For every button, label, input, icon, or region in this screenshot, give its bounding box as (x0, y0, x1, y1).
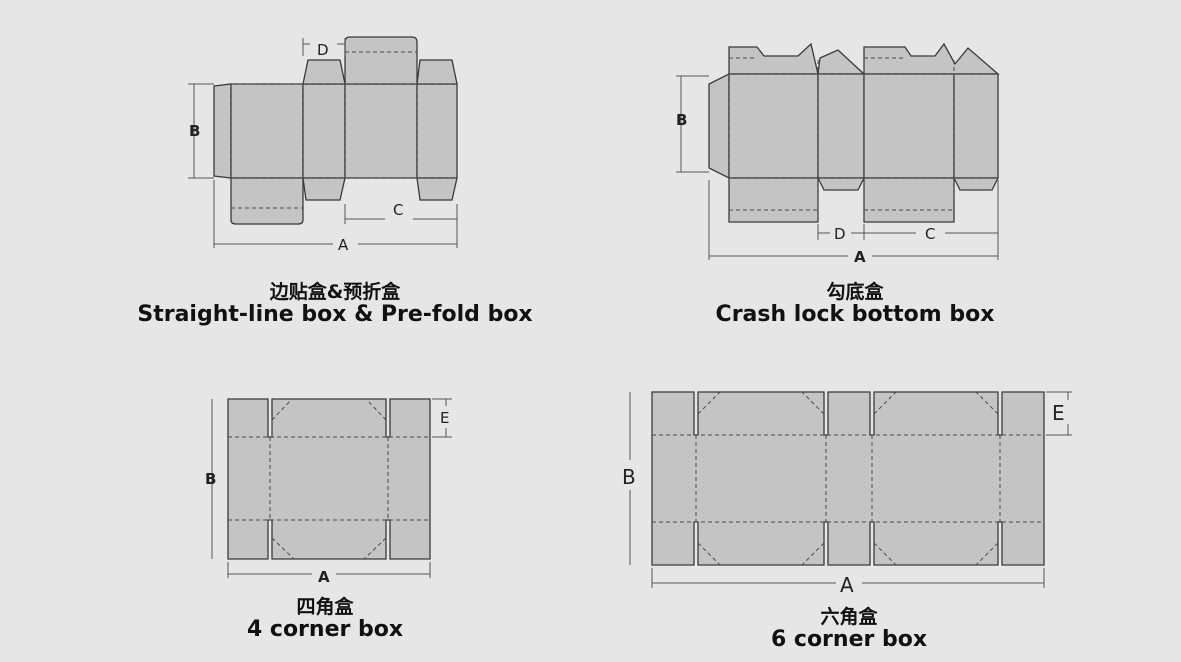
four-corner-box-dieline (211, 398, 452, 578)
six-corner-box-dieline (629, 391, 1072, 588)
top-dust-flap-2 (416, 59, 458, 85)
dim-label-e: E (1052, 401, 1065, 425)
glue-flap (213, 83, 232, 179)
caption-six-corner-box: 六角盒 6 corner box (724, 606, 974, 652)
caption-cn: 边贴盒&预折盒 (269, 281, 401, 303)
tray-outline (227, 398, 431, 560)
caption-cn: 四角盒 (296, 596, 354, 618)
caption-en: Crash lock bottom box (715, 301, 995, 327)
panel-side-2 (953, 73, 999, 179)
panel-back (863, 73, 955, 179)
dim-label-b: B (189, 122, 200, 140)
bottom-dust-flap (302, 177, 346, 201)
dim-label-b: B (676, 111, 687, 129)
dim-label-c: C (393, 201, 403, 219)
panel-side (302, 83, 346, 179)
dim-label-a: A (318, 568, 330, 586)
caption-cn: 勾底盒 (826, 281, 884, 303)
caption-en: 4 corner box (246, 616, 404, 642)
dim-label-b: B (622, 465, 636, 489)
tray-outline (651, 391, 1045, 566)
caption-straight-line-box: 边贴盒&预折盒 Straight-line box & Pre-fold box (120, 281, 550, 327)
top-tuck-flap (344, 36, 418, 85)
caption-cn: 六角盒 (820, 606, 878, 628)
panel-side (817, 73, 865, 179)
dim-label-a: A (854, 248, 866, 266)
dim-label-c: C (925, 225, 935, 243)
caption-crash-lock-box: 勾底盒 Crash lock bottom box (690, 281, 1020, 327)
dim-label-d: D (834, 225, 846, 243)
panel-side-2 (416, 83, 458, 179)
glue-flap (708, 72, 730, 180)
dim-label-a: A (338, 236, 349, 254)
panel-front (728, 73, 819, 179)
straight-line-box-dieline (188, 36, 458, 248)
bottom-tuck-flap (230, 177, 304, 225)
caption-en: Straight-line box & Pre-fold box (137, 301, 533, 327)
dim-label-a: A (840, 573, 854, 597)
caption-four-corner-box: 四角盒 4 corner box (200, 596, 450, 642)
panel-front (230, 83, 304, 179)
panel-back (344, 83, 418, 179)
dim-label-b: B (205, 470, 216, 488)
top-dust-flap (302, 59, 346, 85)
bottom-dust-flap-2 (416, 177, 458, 201)
caption-en: 6 corner box (770, 626, 928, 652)
crash-lock-box-dieline (676, 42, 1000, 260)
dim-label-d: D (317, 41, 329, 59)
dim-label-e: E (440, 409, 449, 427)
